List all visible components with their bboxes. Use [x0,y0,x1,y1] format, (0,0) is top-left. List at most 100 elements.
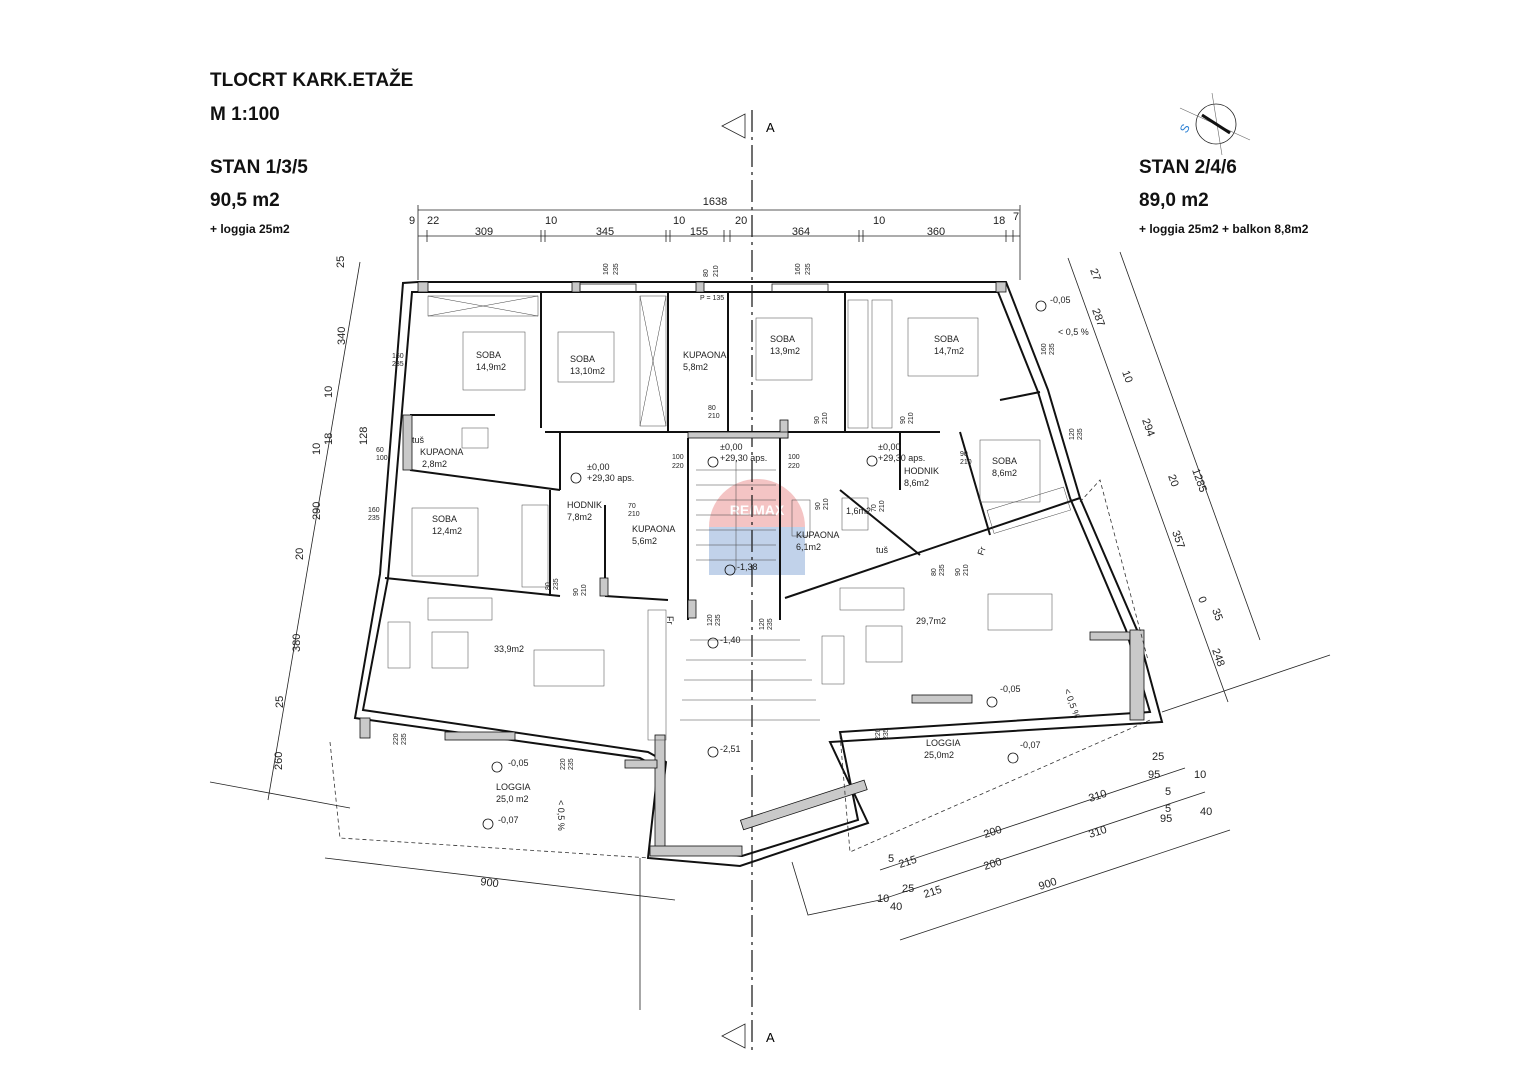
level-label: ±0,00 [587,462,609,472]
room-label: KUPAONA [420,447,463,457]
dim-right-4: 20 [1165,473,1180,489]
room-label: LOGGIA [496,782,531,792]
dim-bottom-right-7: 40 [1200,806,1212,818]
slope-label: < 0,5 % [1058,327,1089,337]
dim-right-2: 10 [1119,369,1134,385]
room-label: SOBA [476,350,501,360]
room-area: 2,8m2 [422,459,447,469]
room-label: SOBA [432,514,457,524]
slope-label: < 0,5 % [556,800,566,831]
svg-text:220: 220 [393,733,400,745]
level-label: ±0,00 [720,442,742,452]
level-label: -0,07 [1020,740,1041,750]
room-area: 33,9m2 [494,644,524,654]
dim-right-6: 0 [1195,595,1208,605]
svg-text:90: 90 [573,588,580,596]
svg-text:160: 160 [795,263,802,275]
svg-text:210: 210 [823,498,830,510]
dim-left-2: 10 [323,386,335,398]
top-dimension-chain: 1638 9 22 309 10 345 10 155 20 364 10 36… [409,196,1021,280]
svg-text:210: 210 [963,564,970,576]
dim-top-4: 345 [596,226,614,238]
svg-text:210: 210 [822,412,829,424]
svg-text:210: 210 [713,265,720,277]
dim-top-5: 10 [673,215,685,227]
svg-text:90: 90 [900,416,907,424]
svg-text:80: 80 [703,269,710,277]
svg-text:235: 235 [939,564,946,576]
right-unit-extra: + loggia 25m2 + balkon 8,8m2 [1139,222,1309,236]
svg-text:235: 235 [767,618,774,630]
svg-text:210: 210 [879,500,886,512]
room-label: HODNIK [904,466,939,476]
dim-bottom-right-4: 5 [1165,786,1171,798]
structural-columns [359,281,1145,857]
room-label: KUPAONA [796,530,839,540]
level-label: -1,40 [720,635,741,645]
svg-text:80: 80 [708,405,716,412]
level-abs-label: +29,30 aps. [720,453,767,463]
watermark-text: RE/MAX [730,502,785,518]
level-label: ±0,00 [878,442,900,452]
svg-text:235: 235 [568,758,575,770]
compass-label: S [1177,122,1193,136]
dim-left-5: 10 [311,443,323,455]
room-area: 5,8m2 [683,362,708,372]
room-area: 25,0 m2 [496,794,529,804]
dim-bottom-right-1: 95 [1148,769,1160,781]
room-label: KUPAONA [683,350,726,360]
level-label: -1,38 [737,562,758,572]
level-abs-label: +29,30 aps. [587,473,634,483]
left-unit-name: STAN 1/3/5 [210,157,308,178]
dim-left-4: 18 [323,433,335,445]
svg-text:70: 70 [628,503,636,510]
svg-text:90: 90 [815,502,822,510]
svg-text:220: 220 [672,463,684,470]
svg-text:160: 160 [1041,343,1048,355]
dim-bottom-right-5: 200 [982,824,1003,841]
left-unit-area: 90,5 m2 [210,190,280,211]
svg-text:235: 235 [1049,343,1056,355]
dim-right-1: 287 [1089,307,1107,328]
svg-text:235: 235 [805,263,812,275]
dim-bottom-right-16: 215 [922,884,943,901]
dim-bottom-right-15: 40 [890,901,902,913]
room-area: 14,9m2 [476,362,506,372]
dim-left-9: 25 [274,696,286,708]
svg-text:100: 100 [788,454,800,461]
top-windows [427,283,829,427]
furniture [387,299,1071,741]
dim-top-8: 364 [792,226,810,238]
dim-left-7: 20 [294,548,306,560]
svg-text:235: 235 [613,263,620,275]
dim-top-6: 155 [690,226,708,238]
room-label: LOGGIA [926,738,961,748]
room-area: 8,6m2 [904,478,929,488]
svg-text:60: 60 [376,447,384,454]
svg-text:160: 160 [603,263,610,275]
svg-text:80: 80 [931,568,938,576]
room-area: 13,10m2 [570,366,605,376]
svg-text:120: 120 [707,614,714,626]
room-label: SOBA [770,334,795,344]
svg-text:210: 210 [708,413,720,420]
dim-bottom-right-8: 310 [1087,824,1108,841]
room-area: 25,0m2 [924,750,954,760]
svg-text:210: 210 [960,459,972,466]
svg-text:235: 235 [401,733,408,745]
dim-right-8: 248 [1209,647,1227,668]
room-area: 1,6m2 [846,506,871,516]
svg-text:210: 210 [628,511,640,518]
room-labels: SOBA 14,9m2 SOBA 13,10m2 KUPAONA 5,8m2 S… [412,334,1017,804]
svg-text:235: 235 [715,614,722,626]
dim-top-1: 22 [427,215,439,227]
room-area: 7,8m2 [567,512,592,522]
right-unit-name: STAN 2/4/6 [1139,157,1237,178]
room-area: 8,6m2 [992,468,1017,478]
dim-right-3: 294 [1139,417,1157,438]
dim-bottom-right-3: 310 [1087,788,1108,805]
room-area: 5,6m2 [632,536,657,546]
level-label: -0,05 [1050,295,1071,305]
dim-left-3: 128 [358,427,370,445]
dim-top-9: 10 [873,215,885,227]
